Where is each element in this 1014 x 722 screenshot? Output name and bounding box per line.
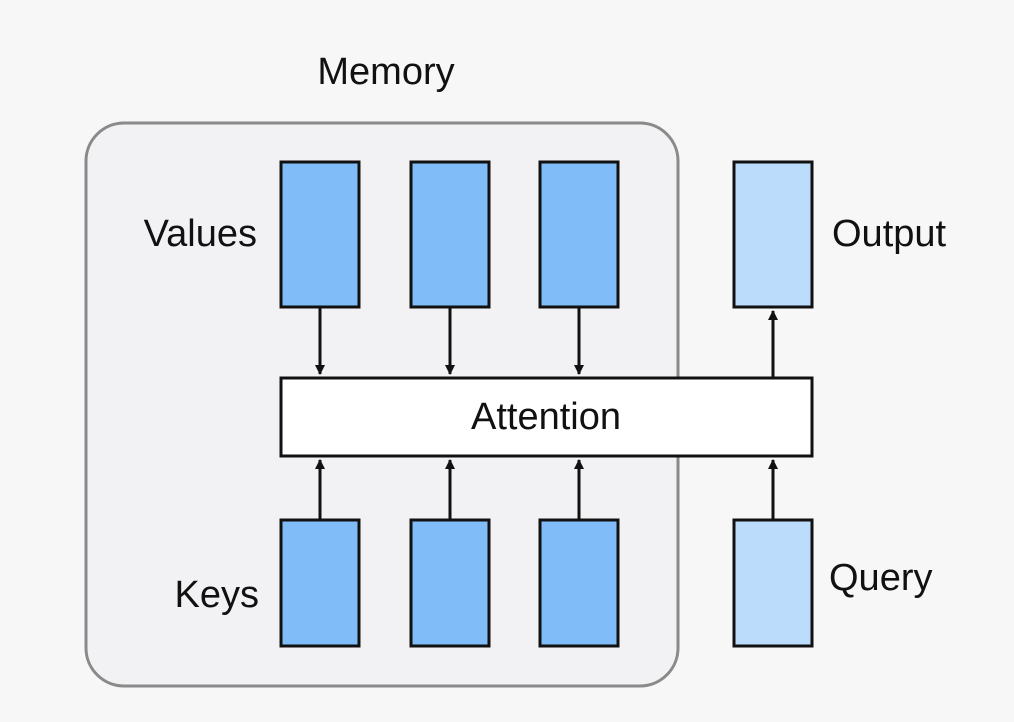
value-vector-3 xyxy=(538,160,620,309)
key-vector-3 xyxy=(538,518,620,648)
key-vector-1 xyxy=(279,518,361,648)
query-label: Query xyxy=(829,557,932,599)
memory-label: Memory xyxy=(317,51,454,93)
output-label: Output xyxy=(832,213,947,255)
attention-label: Attention xyxy=(471,396,621,438)
attention-box xyxy=(279,376,814,458)
value-vector-1 xyxy=(279,160,361,309)
query-vector xyxy=(732,518,814,648)
key-vector-2 xyxy=(409,518,491,648)
values-label: Values xyxy=(144,213,257,255)
output-vector xyxy=(732,160,814,309)
keys-label: Keys xyxy=(175,574,259,616)
value-vector-2 xyxy=(409,160,491,309)
